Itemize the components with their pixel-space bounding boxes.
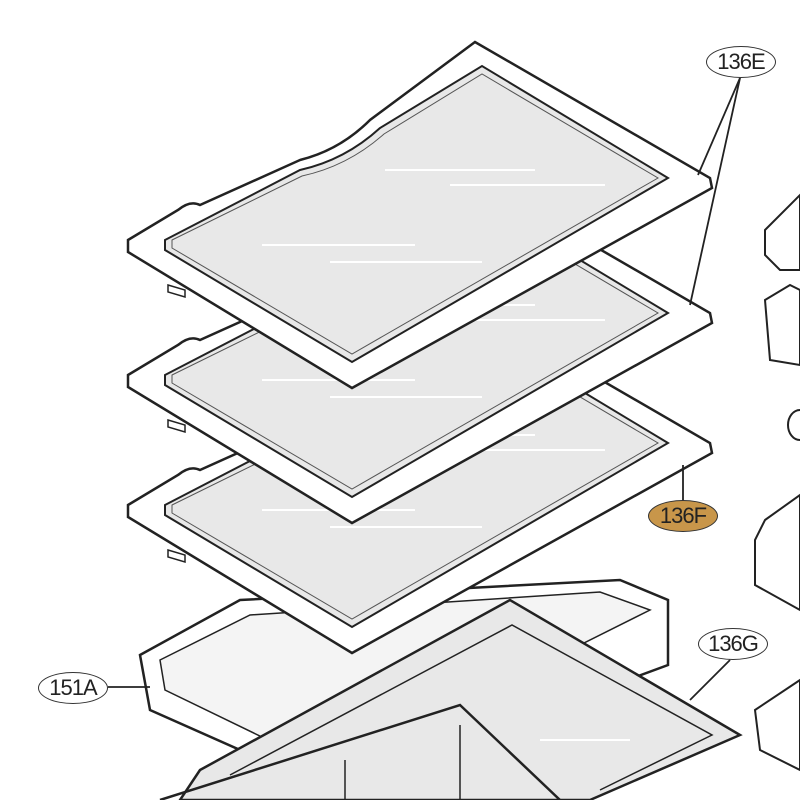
leader-lines — [108, 77, 741, 701]
crisper-tray-151A — [138, 578, 743, 800]
callout-136F[interactable]: 136F — [648, 500, 718, 532]
side-parts — [753, 193, 800, 772]
callout-136G[interactable]: 136G — [698, 628, 768, 660]
callout-136E[interactable]: 136E — [706, 46, 776, 78]
callout-151A[interactable]: 151A — [38, 672, 108, 704]
